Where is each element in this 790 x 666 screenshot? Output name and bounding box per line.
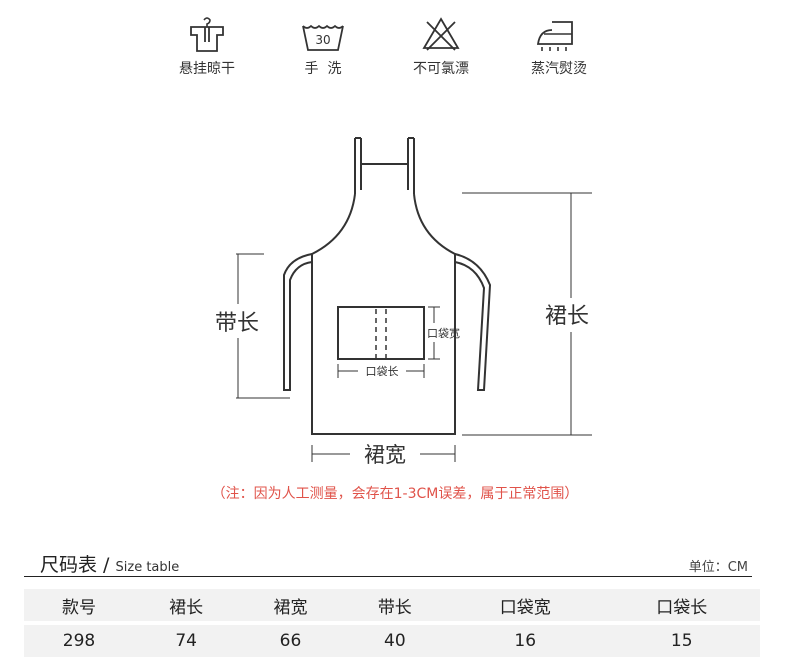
strap-length-dimension: [236, 253, 290, 399]
pocket-width-dimension: [428, 306, 440, 360]
apron-width-label: 裙宽: [364, 443, 406, 467]
neck-strap: [354, 137, 415, 194]
table-row: 298 74 66 40 16 15: [24, 625, 760, 657]
size-table-title-en: Size table: [115, 560, 180, 575]
header-apron-width: 裙宽: [238, 589, 343, 621]
size-table-unit: 单位：CM: [688, 560, 748, 575]
pocket-length-dimension: [337, 364, 425, 378]
right-waist-strap: [454, 253, 492, 391]
left-waist-strap: [283, 253, 313, 391]
cell-style-no: 298: [24, 625, 134, 657]
cell-apron-width: 66: [238, 625, 343, 657]
header-pocket-length: 口袋长: [603, 589, 760, 621]
care-item-hang-dry: 悬挂晾干: [162, 14, 252, 78]
care-item-hand-wash: 30 手 洗: [278, 14, 368, 78]
pocket-length-label: 口袋长: [366, 364, 399, 378]
header-pocket-width: 口袋宽: [446, 589, 604, 621]
measurement-note: （注：因为人工测量，会存在1-3CM误差，属于正常范围）: [211, 486, 579, 502]
hang-dry-icon: [190, 17, 224, 52]
care-label-no-bleach: 不可氯漂: [413, 61, 469, 77]
no-bleach-icon: [422, 17, 460, 51]
strap-length-label: 带长: [215, 311, 259, 336]
care-item-steam-iron: 蒸汽熨烫: [514, 14, 604, 78]
pocket: [337, 306, 425, 360]
apron-diagram: 带长 裙长 裙宽 口袋宽 口袋长: [215, 137, 592, 467]
hand-wash-icon: 30: [302, 24, 344, 51]
care-item-no-bleach: 不可氯漂: [396, 14, 486, 78]
apron-length-label: 裙长: [545, 304, 589, 329]
apron-length-dimension: [462, 192, 592, 436]
wash-temperature: 30: [315, 33, 330, 47]
divider: [24, 576, 752, 577]
size-table-title-zh: 尺码表 /: [40, 554, 110, 576]
apron-width-dimension: [311, 445, 456, 462]
care-label-steam-iron: 蒸汽熨烫: [531, 61, 587, 77]
header-strap-length: 带长: [342, 589, 447, 621]
steam-iron-icon: [536, 21, 573, 51]
header-style-no: 款号: [24, 589, 134, 621]
care-instructions: 悬挂晾干 30 手 洗 不可氯漂 蒸汽熨烫: [170, 14, 610, 94]
care-label-hang-dry: 悬挂晾干: [179, 61, 235, 77]
header-apron-length: 裙长: [134, 589, 239, 621]
care-label-hand-wash: 手 洗: [304, 61, 342, 77]
size-table-title: 尺码表 / Size table: [40, 550, 179, 577]
cell-strap-length: 40: [342, 625, 447, 657]
table-header-row: 款号 裙长 裙宽 带长 口袋宽 口袋长: [24, 589, 760, 621]
cell-pocket-width: 16: [446, 625, 604, 657]
cell-pocket-length: 15: [603, 625, 760, 657]
size-table: 款号 裙长 裙宽 带长 口袋宽 口袋长 298 74 66 40 16 15: [24, 585, 760, 661]
cell-apron-length: 74: [134, 625, 239, 657]
apron-body: [311, 193, 456, 435]
pocket-width-label: 口袋宽: [427, 326, 460, 340]
